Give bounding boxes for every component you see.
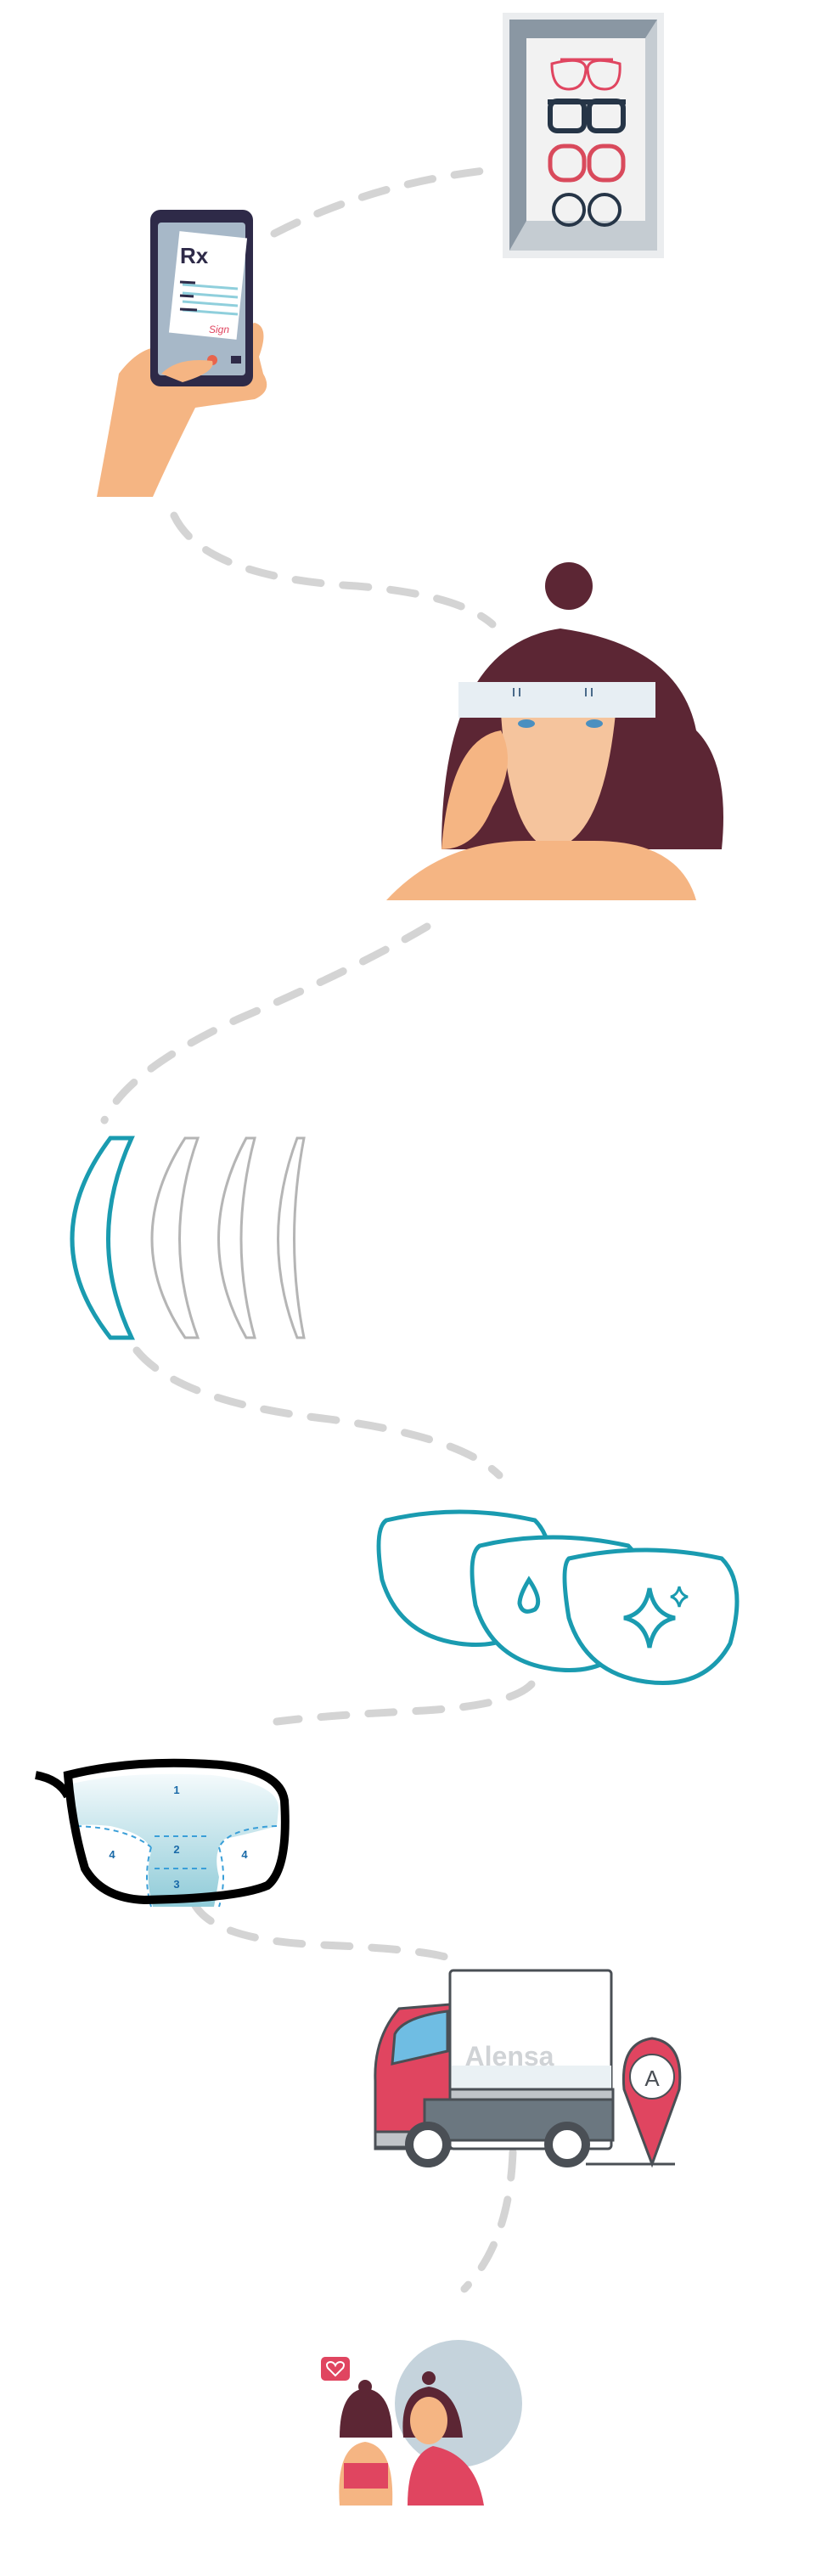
zone-label-intermediate: 2 xyxy=(173,1843,179,1856)
water-drop-icon xyxy=(517,1575,541,1614)
truck-brand-logo: Alensa xyxy=(465,2041,554,2072)
aviator-glasses-icon xyxy=(550,58,621,91)
dashed-connector-3 xyxy=(100,922,431,1125)
dashed-connector-1 xyxy=(270,166,496,238)
progressive-lens-zones: 1 2 3 4 4 xyxy=(34,1758,290,1908)
hand-holding-phone: Rx Sign xyxy=(97,210,267,497)
prescription-paper: Rx Sign xyxy=(168,231,248,340)
dashed-connector-7 xyxy=(460,2148,517,2293)
dashed-connector-6 xyxy=(189,1898,455,1963)
location-pin-label: A xyxy=(644,2066,660,2091)
red-wayfarer-glasses-icon xyxy=(548,144,626,183)
zone-label-near: 3 xyxy=(173,1878,179,1891)
delivery-truck: Alensa xyxy=(374,1969,675,2167)
happy-customers-selfie xyxy=(321,2340,522,2506)
glasses-frame xyxy=(63,1758,290,1905)
location-pin-icon: A xyxy=(621,2037,682,2168)
woman-measuring-pupillary-distance xyxy=(386,562,723,900)
truck-wheel-front xyxy=(405,2122,451,2167)
camera-icon xyxy=(231,356,241,364)
lens-coating-options xyxy=(376,1509,740,1686)
zone-label-peripheral-right: 4 xyxy=(241,1848,248,1861)
heart-icon xyxy=(326,2360,345,2377)
signature: Sign xyxy=(209,324,229,335)
glasses-display-frame xyxy=(503,13,664,258)
lens-thickness-options xyxy=(70,1136,306,1340)
truck-wheel-rear xyxy=(544,2122,590,2167)
sparkle-icon xyxy=(623,1587,676,1649)
square-black-glasses-icon xyxy=(548,99,626,133)
rx-label: Rx xyxy=(180,243,209,268)
zone-label-peripheral-left: 4 xyxy=(109,1848,115,1861)
dashed-connector-4 xyxy=(132,1346,503,1480)
dashed-connector-5 xyxy=(273,1680,536,1726)
anti-reflective-lens-icon xyxy=(562,1547,740,1686)
zone-label-distance: 1 xyxy=(173,1784,179,1796)
dashed-connector-2 xyxy=(170,511,497,628)
pd-ruler xyxy=(458,682,655,718)
thin-lens-selected xyxy=(70,1136,135,1340)
round-black-glasses-icon xyxy=(552,193,621,227)
